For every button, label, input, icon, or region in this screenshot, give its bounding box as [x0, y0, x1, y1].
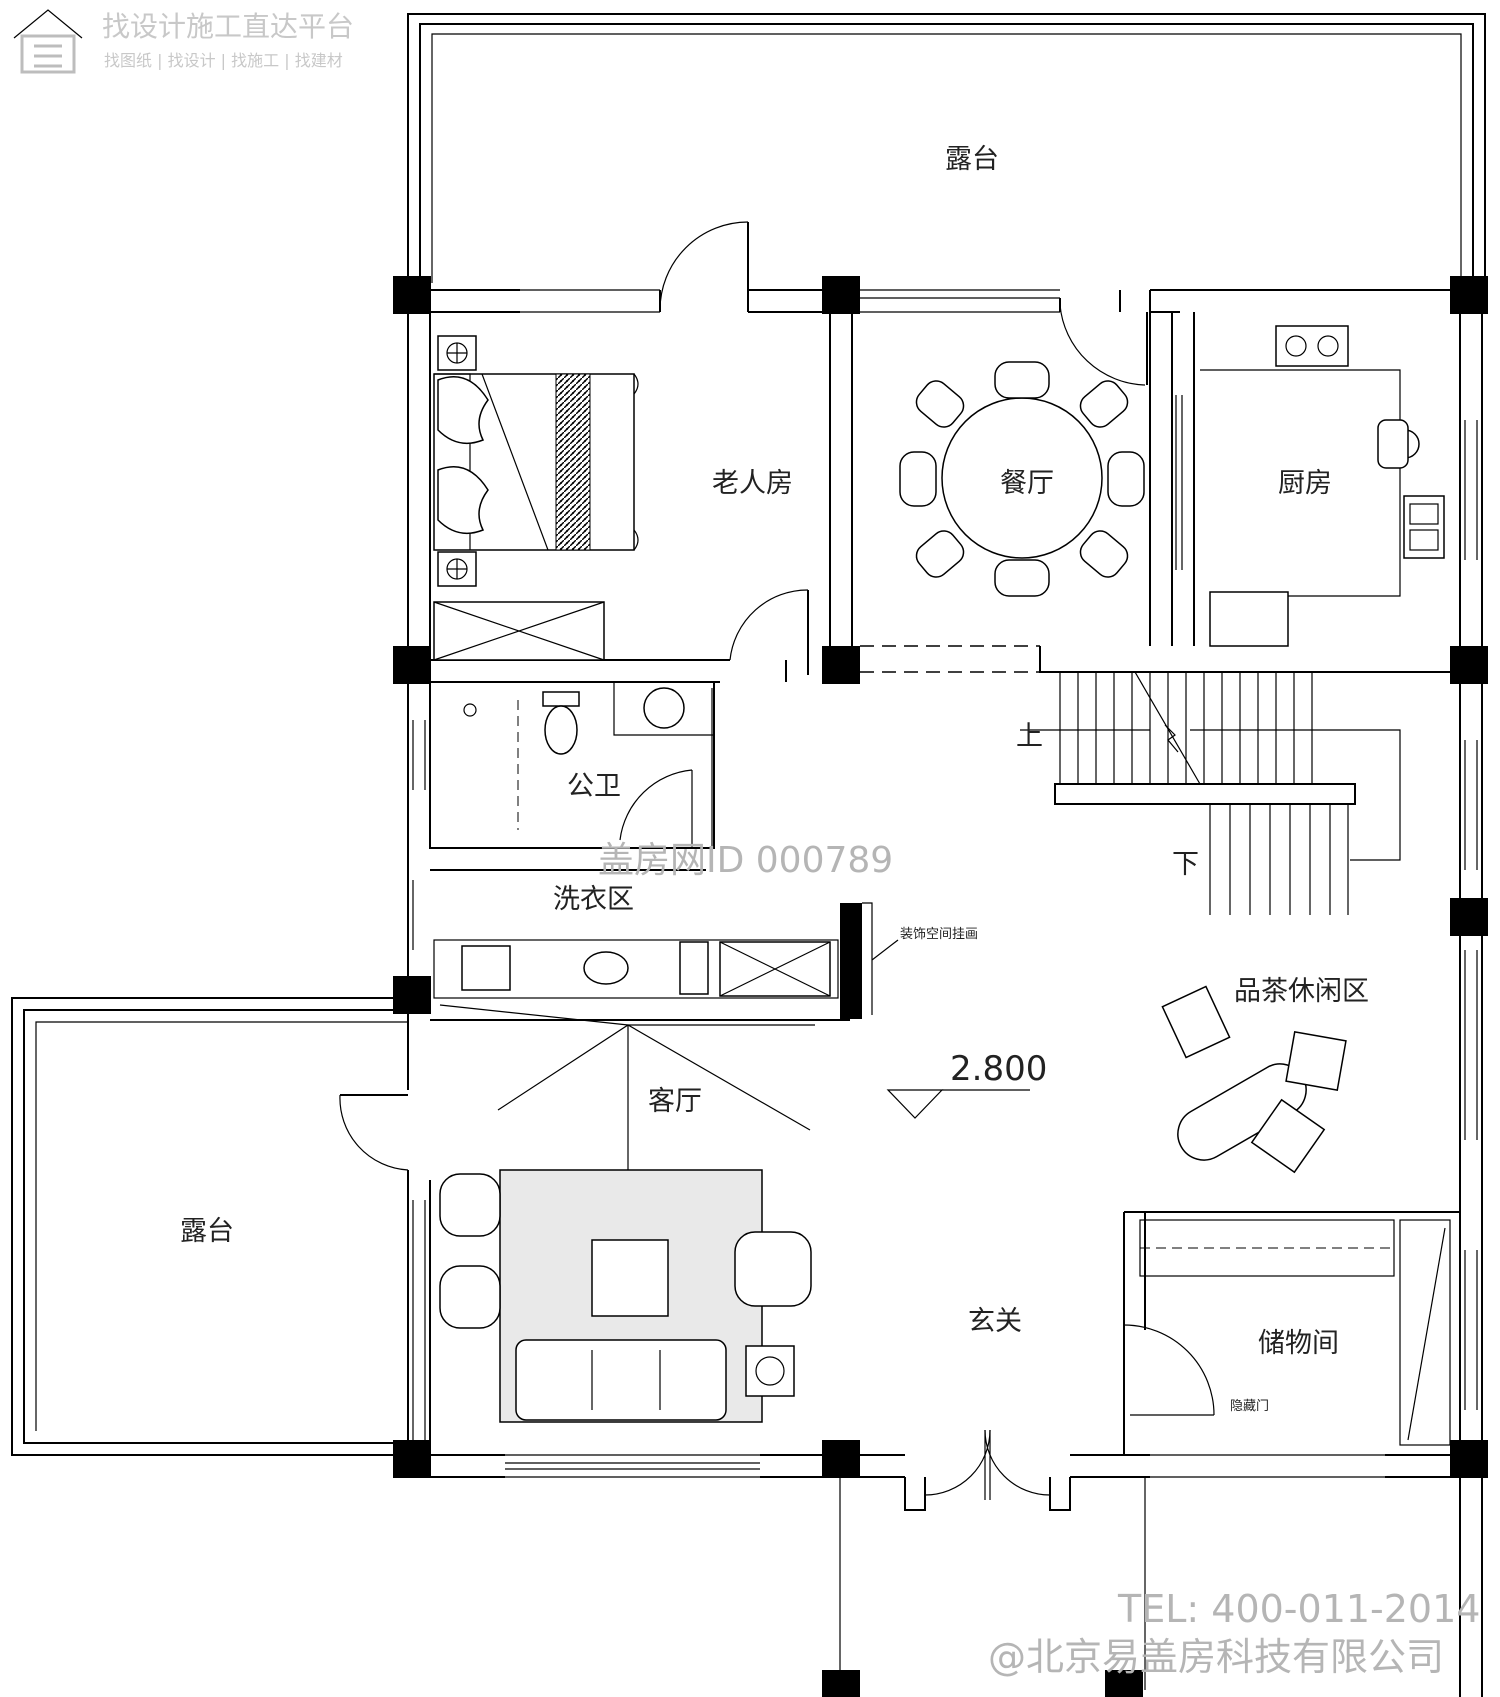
living-label: 客厅: [648, 1086, 702, 1117]
laundry-area: [430, 869, 873, 1021]
elder-room: [430, 221, 853, 683]
elder-room-label: 老人房: [712, 468, 793, 499]
tea-area-label: 品茶休闲区: [1234, 976, 1369, 1007]
terrace-top-label: 露台: [945, 144, 999, 175]
stair-down-label: 下: [1172, 849, 1199, 880]
hidden-door-label: 隐藏门: [1230, 1399, 1269, 1414]
laundry-label: 洗衣区: [553, 884, 634, 915]
decor-note: 装饰空间挂画: [900, 927, 978, 942]
dining-chairs: [899, 361, 1145, 597]
kitchen: [1175, 312, 1445, 647]
entrance-label: 玄关: [968, 1306, 1022, 1337]
tea-area: [1161, 985, 1347, 1174]
kitchen-label: 厨房: [1278, 468, 1332, 499]
entrance: [839, 1429, 1146, 1690]
top-terrace-outline: [407, 13, 1486, 283]
staircase: [1020, 671, 1401, 915]
dining-label: 餐厅: [1000, 468, 1054, 499]
terrace-left-label: 露台: [180, 1216, 234, 1247]
exterior-walls: [407, 289, 1483, 1697]
structural-columns: [393, 276, 1488, 1697]
storage-room: [1123, 1211, 1460, 1455]
stair-up-label: 上: [1016, 721, 1043, 752]
elevation-value: 2.800: [950, 1049, 1047, 1089]
brand-logo: [13, 9, 83, 74]
public-bath-label: 公卫: [567, 771, 621, 802]
brand-subtitle: 找图纸 | 找设计 | 找施工 | 找建材: [104, 51, 343, 70]
elevation-marker: [886, 1089, 1030, 1119]
brand-title: 找设计施工直达平台: [102, 10, 354, 43]
company-watermark: @北京易盖房科技有限公司: [988, 1635, 1444, 1679]
living-room: [339, 1004, 815, 1423]
plan-id-watermark: 盖房网ID 000789: [598, 840, 893, 881]
tel-watermark: TEL: 400-011-2014: [1117, 1587, 1480, 1631]
left-terrace-outline: [11, 997, 408, 1456]
public-bathroom: [429, 682, 715, 849]
storage-label: 储物间: [1258, 1328, 1339, 1359]
dining-room: [860, 298, 1460, 673]
